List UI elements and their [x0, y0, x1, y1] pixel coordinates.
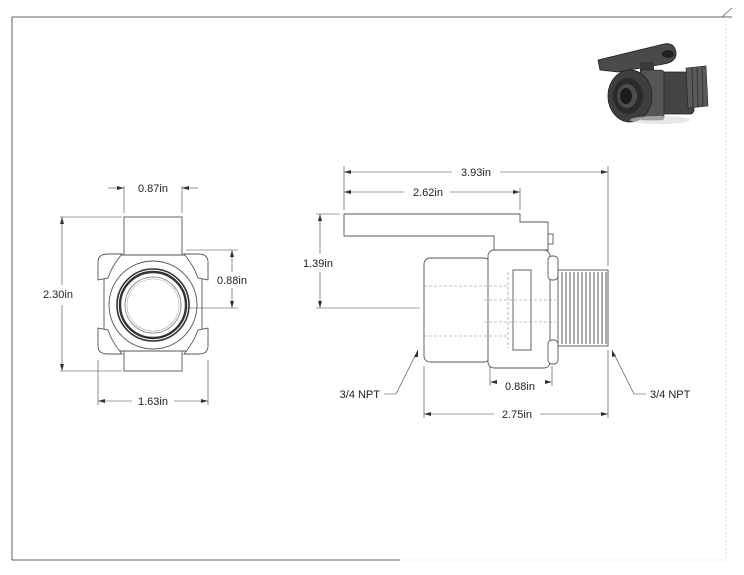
- body-length-label: 2.75in: [502, 409, 532, 421]
- front-height-label: 2.30in: [43, 289, 73, 301]
- thread-pattern: [561, 272, 607, 344]
- port-width-label: 0.88in: [505, 381, 535, 393]
- front-bore-label: 0.88in: [217, 275, 247, 287]
- side-length-label: 3.93in: [461, 167, 491, 179]
- isometric-render: [597, 43, 709, 124]
- side-view: 3.93in 2.62in 1.39in 0.88in 2.75in: [303, 166, 691, 421]
- front-width-label: 1.63in: [138, 396, 168, 408]
- front-view: 0.87in 2.30in 0.88in 1.63in: [43, 183, 247, 408]
- handle-length-label: 2.62in: [413, 187, 443, 199]
- thread-right-label: 3/4 NPT: [650, 389, 691, 401]
- sheet-border: [11, 7, 733, 561]
- handle-height-label: 1.39in: [303, 258, 333, 270]
- thread-left-label: 3/4 NPT: [340, 389, 381, 401]
- front-width-top-label: 0.87in: [138, 183, 168, 195]
